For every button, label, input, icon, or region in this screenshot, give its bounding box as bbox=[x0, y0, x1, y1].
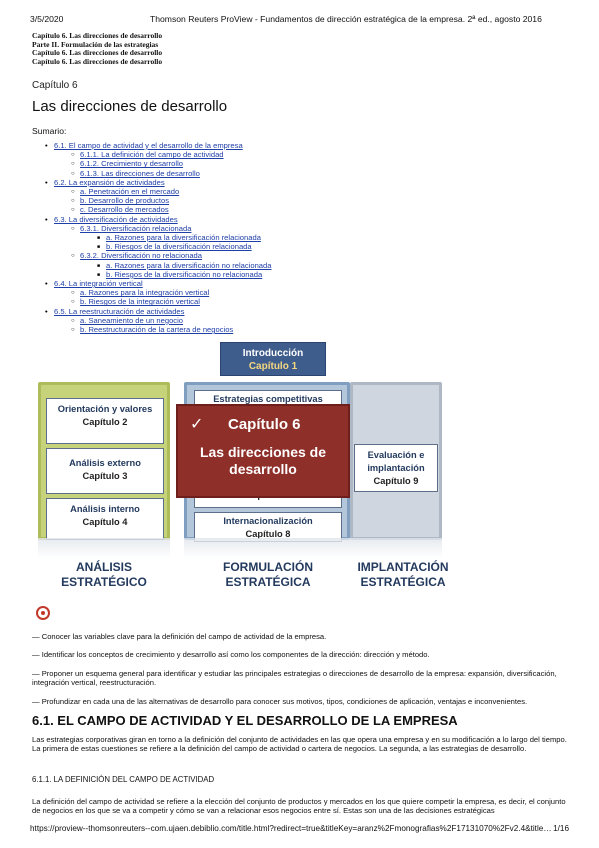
toc-link[interactable]: 6.1.2. Crecimiento y desarrollo bbox=[80, 159, 183, 169]
highlight-chapter-box: ✓ Capítulo 6 Las direcciones de desarrol… bbox=[176, 404, 350, 498]
toc-item: b. Desarrollo de productos bbox=[66, 196, 271, 206]
toc-link[interactable]: 6.3.2. Diversificación no relacionada bbox=[80, 251, 202, 261]
toc-link[interactable]: 6.1.3. Las direcciones de desarrollo bbox=[80, 168, 200, 178]
formulation-footer: FORMULACIÓN ESTRATÉGICA bbox=[223, 560, 313, 589]
toc-item: 6.3. La diversificación de actividades 6… bbox=[40, 214, 272, 281]
toc-item: 6.1.2. Crecimiento y desarrollo bbox=[66, 159, 271, 169]
breadcrumb: Capítulo 6. Las direcciones de desarroll… bbox=[32, 31, 163, 66]
toc-link[interactable]: b. Desarrollo de productos bbox=[80, 196, 170, 206]
objective-item: — Profundizar en cada una de las alterna… bbox=[32, 696, 528, 706]
intro-label: Introducción bbox=[242, 348, 304, 359]
check-icon: ✓ bbox=[190, 416, 204, 433]
toc-item: a. Razones para la diversificación no re… bbox=[92, 260, 272, 271]
toc-link[interactable]: 6.1.1. La definición del campo de activi… bbox=[80, 150, 224, 160]
toc-item: a. Razones para la diversificación relac… bbox=[92, 233, 271, 243]
highlight-chapter: Capítulo 6 bbox=[228, 416, 301, 433]
toc-link[interactable]: a. Razones para la diversificación no re… bbox=[106, 260, 272, 270]
toc-item: a. Penetración en el mercado bbox=[66, 187, 271, 197]
card-chapter: Capítulo 2 bbox=[82, 417, 128, 427]
toc-link[interactable]: 6.3. La diversificación de actividades bbox=[54, 214, 178, 224]
page-footer: https://proview--thomsonreuters--com.uja… bbox=[30, 824, 569, 833]
toc-item: a. Saneamiento de un negocio bbox=[66, 315, 271, 326]
objective-item: — Conocer las variables clave para la de… bbox=[32, 632, 327, 641]
table-of-contents: 6.1. El campo de actividad y el desarrol… bbox=[40, 141, 272, 336]
section-heading: 6.1. EL CAMPO DE ACTIVIDAD Y EL DESARROL… bbox=[32, 713, 458, 728]
orientation-card: Orientación y valores Capítulo 2 bbox=[46, 398, 164, 444]
objective-item: — Proponer un esquema general para ident… bbox=[32, 668, 557, 688]
toc-link[interactable]: 6.2. La expansión de actividades bbox=[54, 177, 165, 187]
card-chapter: Capítulo 3 bbox=[82, 471, 128, 481]
chapter-title: Las direcciones de desarrollo bbox=[32, 98, 228, 115]
toc-link[interactable]: b. Reestructuración de la cartera de neg… bbox=[80, 325, 234, 335]
reflection bbox=[350, 538, 442, 558]
intro-chapter: Capítulo 1 bbox=[248, 361, 298, 372]
toc-item: 6.1. El campo de actividad y el desarrol… bbox=[40, 141, 271, 179]
breadcrumb-line: Capítulo 6. Las direcciones de desarroll… bbox=[32, 56, 163, 66]
breadcrumb-line: Capítulo 6. Las direcciones de desarroll… bbox=[32, 31, 163, 40]
chapter-label: Capítulo 6 bbox=[32, 80, 78, 91]
card-label: Evaluación e implantación bbox=[367, 450, 425, 473]
summary-label: Sumario: bbox=[32, 126, 67, 136]
toc-item: b. Reestructuración de la cartera de neg… bbox=[66, 325, 271, 335]
toc-link[interactable]: 6.5. La reestructuración de actividades bbox=[54, 306, 185, 316]
toc-link[interactable]: b. Riesgos de la diversificación relacio… bbox=[106, 242, 252, 252]
card-label: Análisis externo bbox=[69, 458, 141, 468]
internal-analysis-card: Análisis interno Capítulo 4 bbox=[46, 498, 164, 540]
breadcrumb-line: Parte II. Formulación de las estrategias bbox=[32, 39, 159, 49]
toc-item: c. Desarrollo de mercados bbox=[66, 205, 271, 215]
toc-item: a. Razones para la integración vertical bbox=[66, 288, 271, 298]
toc-item: 6.3.1. Diversificación relacionada a. Ra… bbox=[66, 223, 271, 253]
section-intro: Las estrategias corporativas giran en to… bbox=[32, 735, 567, 754]
intro-box: Introducción Capítulo 1 bbox=[220, 342, 326, 376]
card-label: Orientación y valores bbox=[57, 404, 153, 414]
toc-item: b. Riesgos de la diversificación relacio… bbox=[92, 242, 271, 252]
toc-item: 6.4. La integración vertical a. Razones … bbox=[40, 279, 271, 308]
implementation-footer: IMPLANTACIÓN ESTRATÉGICA bbox=[357, 560, 449, 589]
evaluation-card: Evaluación e implantación Capítulo 9 bbox=[354, 444, 438, 492]
external-analysis-card: Análisis externo Capítulo 3 bbox=[46, 448, 164, 494]
toc-link[interactable]: a. Razones para la diversificación relac… bbox=[106, 233, 261, 243]
toc-link[interactable]: b. Riesgos de la integración vertical bbox=[80, 297, 200, 307]
target-icon bbox=[36, 606, 50, 620]
card-label: Análisis interno bbox=[70, 504, 140, 514]
analysis-footer: ANÁLISIS ESTRATÉGICO bbox=[61, 560, 147, 589]
subsection-heading: 6.1.1. LA DEFINICIÓN DEL CAMPO DE ACTIVI… bbox=[32, 775, 215, 784]
reflection bbox=[184, 538, 350, 558]
reflection bbox=[38, 538, 170, 558]
toc-link[interactable]: 6.1. El campo de actividad y el desarrol… bbox=[54, 141, 243, 150]
card-label: Estrategias competitivas bbox=[213, 394, 323, 404]
toc-item: 6.2. La expansión de actividades a. Pene… bbox=[40, 177, 271, 216]
toc-item: 6.1.1. La definición del campo de activi… bbox=[66, 150, 271, 160]
toc-link[interactable]: a. Penetración en el mercado bbox=[80, 187, 180, 197]
page-header: 3/5/2020 Thomson Reuters ProView - Funda… bbox=[30, 14, 569, 24]
footer-url: https://proview--thomsonreuters--com.uja… bbox=[30, 824, 552, 833]
toc-link[interactable]: a. Razones para la integración vertical bbox=[80, 288, 210, 298]
card-label: Internacionalización bbox=[223, 516, 313, 526]
toc-item: b. Riesgos de la diversificación no rela… bbox=[92, 269, 271, 280]
toc-link[interactable]: b. Riesgos de la diversificación no rela… bbox=[106, 269, 263, 279]
objectives-list: — Conocer las variables clave para la de… bbox=[32, 632, 572, 715]
toc-link[interactable]: 6.4. La integración vertical bbox=[54, 279, 143, 289]
toc-item: b. Riesgos de la integración vertical bbox=[66, 297, 271, 307]
toc-link[interactable]: 6.3.1. Diversificación relacionada bbox=[80, 223, 192, 233]
highlight-label: Las direcciones de desarrollo bbox=[199, 444, 327, 477]
toc-item: 6.1.3. Las direcciones de desarrollo bbox=[66, 168, 271, 179]
card-chapter: Capítulo 8 bbox=[245, 529, 291, 539]
subsection-text: La definición del campo de actividad se … bbox=[32, 797, 566, 816]
toc-item: 6.5. La reestructuración de actividades … bbox=[40, 306, 271, 336]
toc-link[interactable]: a. Saneamiento de un negocio bbox=[80, 315, 184, 325]
objective-item: — Identificar los conceptos de crecimien… bbox=[32, 650, 430, 660]
page-number: 1/16 bbox=[553, 824, 569, 833]
header-title: Thomson Reuters ProView - Fundamentos de… bbox=[150, 14, 542, 24]
header-date: 3/5/2020 bbox=[30, 14, 64, 24]
toc-link[interactable]: c. Desarrollo de mercados bbox=[80, 205, 169, 215]
strategy-diagram: Introducción Capítulo 1 Orientación y va… bbox=[36, 340, 449, 596]
toc-item: 6.3.2. Diversificación no relacionada a.… bbox=[66, 251, 272, 280]
breadcrumb-line: Capítulo 6. Las direcciones de desarroll… bbox=[32, 48, 163, 58]
card-chapter: Capítulo 4 bbox=[82, 517, 128, 527]
card-chapter: Capítulo 9 bbox=[373, 476, 419, 486]
